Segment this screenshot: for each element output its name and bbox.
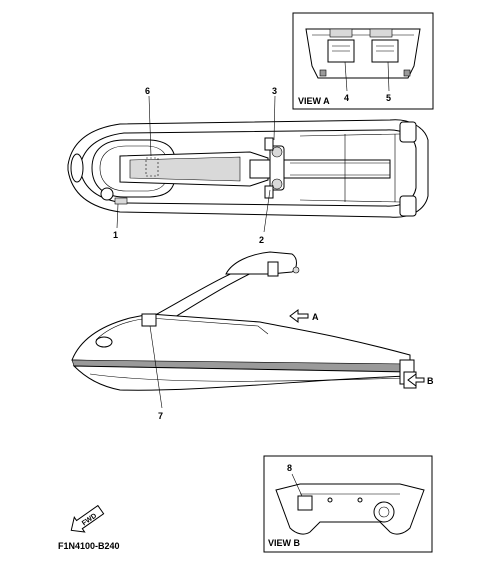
- view-b-arrow-label: B: [427, 376, 434, 386]
- callout-1: 1: [113, 230, 118, 240]
- hull-side: [72, 365, 411, 391]
- fwd-arrow-icon: [70, 504, 105, 533]
- view-b-frame: [263, 455, 433, 553]
- side-view-watercraft: 7 A B: [71, 251, 434, 421]
- callout-6: 6: [145, 86, 150, 96]
- fwd-arrow-label: FWD: [81, 512, 98, 527]
- top-view-watercraft: 6 3 1 2: [67, 86, 429, 245]
- view-b-title: VIEW B: [268, 538, 301, 548]
- label-8-decal: [297, 495, 313, 511]
- view-b-inset: 8 VIEW B: [263, 455, 433, 553]
- label-7-decal: [141, 313, 157, 327]
- callout-7: 7: [158, 411, 163, 421]
- callout-4: 4: [344, 93, 349, 103]
- callout-3: 3: [272, 86, 277, 96]
- label-6-location: [145, 157, 159, 177]
- forward-direction-arrow: FWD: [70, 504, 105, 533]
- view-a-arrow: [289, 309, 309, 323]
- view-a-inset: 4 5 VIEW A: [292, 12, 434, 110]
- view-a-title: VIEW A: [298, 96, 330, 106]
- view-a-arrow-label: A: [312, 312, 319, 322]
- callout-8: 8: [287, 463, 292, 473]
- label-1-decal: [114, 197, 128, 205]
- view-a-frame: [292, 12, 434, 110]
- deck-side: [71, 313, 411, 371]
- callout-2: 2: [259, 235, 264, 245]
- figure-code: F1N4100-B240: [58, 541, 120, 551]
- view-b-arrow: [407, 373, 425, 387]
- handlebar-side: [225, 251, 297, 275]
- callout-5: 5: [386, 93, 391, 103]
